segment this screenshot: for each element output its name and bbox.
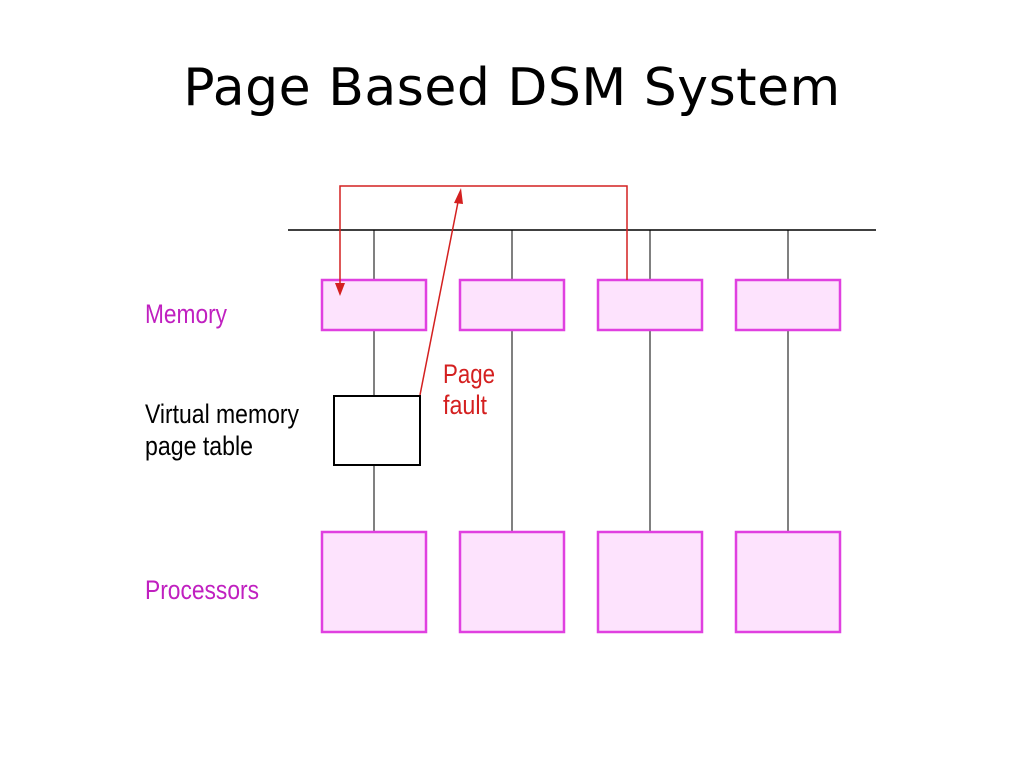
memory-box-3 — [596, 278, 704, 332]
processor-box-2 — [458, 530, 566, 634]
page-fault-label-line1: Page — [443, 359, 495, 389]
slide-title: Page Based DSM System — [183, 58, 841, 118]
memory-box-2 — [458, 278, 566, 332]
processors-label: Processors — [145, 575, 259, 605]
page-table-label-line1: Virtual memory — [145, 399, 299, 429]
page-fault-arrow — [419, 196, 460, 396]
memory-label: Memory — [145, 299, 227, 329]
page-fault-arrowhead — [454, 188, 463, 204]
page-transfer-path — [339, 185, 628, 286]
processor-box-4 — [734, 530, 842, 634]
page-transfer-arrowhead — [335, 283, 345, 296]
memory-box-4 — [734, 278, 842, 332]
page-table-box — [333, 395, 421, 466]
processor-box-3 — [596, 530, 704, 634]
page-table-label-line2: page table — [145, 431, 253, 461]
processor-box-1 — [320, 530, 428, 634]
page-fault-label-line2: fault — [443, 390, 487, 420]
